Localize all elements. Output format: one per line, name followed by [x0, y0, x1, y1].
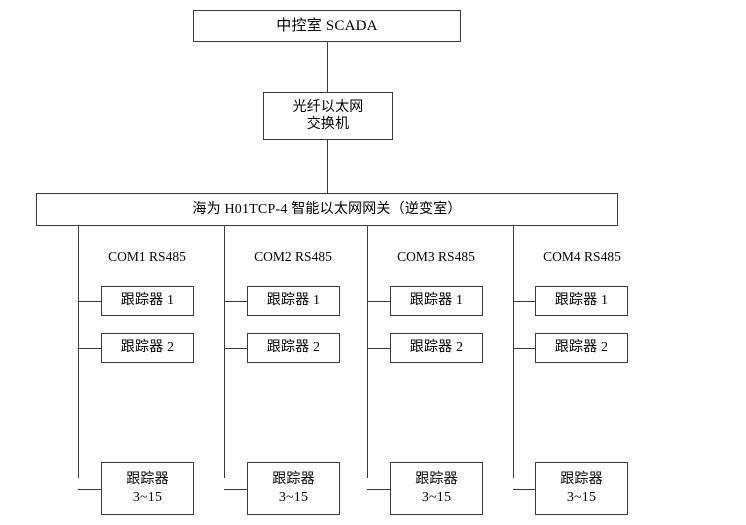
stub-line-com2-t1 — [224, 301, 247, 302]
node-tracker-com1-t2[interactable]: 跟踪器 2 — [101, 333, 194, 363]
connector-scada-to-switch — [327, 42, 328, 92]
stub-line-com1-t3 — [78, 489, 101, 490]
node-gateway-label: 海为 H01TCP-4 智能以太网网关（逆变室） — [192, 201, 462, 217]
node-switch-label-line2: 交换机 — [306, 117, 350, 132]
tracker-label-line1: 跟踪器 — [126, 472, 169, 487]
tracker-label-line1: 跟踪器 2 — [554, 340, 609, 356]
tracker-label-line1: 跟踪器 1 — [266, 293, 321, 309]
node-tracker-com2-t2[interactable]: 跟踪器 2 — [247, 333, 340, 363]
tracker-label-line2: 3~15 — [278, 489, 309, 505]
stub-line-com4-t1 — [513, 301, 535, 302]
tracker-label-line1: 跟踪器 1 — [409, 293, 464, 309]
tracker-label-line1: 跟踪器 — [560, 472, 603, 487]
node-scada[interactable]: 中控室 SCADA — [193, 10, 461, 42]
tracker-label-line1: 跟踪器 2 — [120, 340, 175, 356]
tracker-label-line1: 跟踪器 1 — [554, 293, 609, 309]
tracker-label-line1: 跟踪器 1 — [120, 293, 175, 309]
stub-line-com3-t1 — [367, 301, 390, 302]
tracker-label-line2: 3~15 — [132, 489, 163, 505]
node-tracker-com4-t1[interactable]: 跟踪器 1 — [535, 286, 628, 316]
tracker-label-line2: 3~15 — [421, 489, 452, 505]
node-scada-label: 中控室 SCADA — [276, 17, 378, 34]
stub-line-com1-t1 — [78, 301, 101, 302]
bus-line-com3 — [367, 226, 368, 478]
node-tracker-com3-t2[interactable]: 跟踪器 2 — [390, 333, 483, 363]
tracker-label-line1: 跟踪器 — [415, 472, 458, 487]
connector-switch-to-gateway — [327, 140, 328, 193]
node-tracker-com1-t3[interactable]: 跟踪器 3~15 — [101, 462, 194, 515]
node-tracker-com4-t3[interactable]: 跟踪器 3~15 — [535, 462, 628, 515]
node-tracker-com2-t1[interactable]: 跟踪器 1 — [247, 286, 340, 316]
tracker-label-line1: 跟踪器 2 — [266, 340, 321, 356]
stub-line-com3-t3 — [367, 489, 390, 490]
tracker-label-line1: 跟踪器 2 — [409, 340, 464, 356]
bus-line-com2 — [224, 226, 225, 478]
node-tracker-com1-t1[interactable]: 跟踪器 1 — [101, 286, 194, 316]
node-switch-label-line1: 光纤以太网 — [292, 99, 364, 115]
stub-line-com3-t2 — [367, 348, 390, 349]
tracker-label-line2: 3~15 — [566, 489, 597, 505]
stub-line-com4-t2 — [513, 348, 535, 349]
bus-line-com1 — [78, 226, 79, 478]
node-tracker-com3-t3[interactable]: 跟踪器 3~15 — [390, 462, 483, 515]
node-ethernet-gateway[interactable]: 海为 H01TCP-4 智能以太网网关（逆变室） — [36, 193, 618, 226]
node-tracker-com2-t3[interactable]: 跟踪器 3~15 — [247, 462, 340, 515]
port-label-com3: COM3 RS485 — [397, 249, 475, 264]
tracker-label-line1: 跟踪器 — [272, 472, 315, 487]
stub-line-com2-t3 — [224, 489, 247, 490]
port-label-com2: COM2 RS485 — [254, 249, 332, 264]
bus-line-com4 — [513, 226, 514, 478]
port-label-com4: COM4 RS485 — [543, 249, 621, 264]
node-fiber-ethernet-switch[interactable]: 光纤以太网 交换机 — [263, 92, 393, 140]
stub-line-com4-t3 — [513, 489, 535, 490]
node-tracker-com3-t1[interactable]: 跟踪器 1 — [390, 286, 483, 316]
stub-line-com1-t2 — [78, 348, 101, 349]
port-label-com1: COM1 RS485 — [108, 249, 186, 264]
node-tracker-com4-t2[interactable]: 跟踪器 2 — [535, 333, 628, 363]
stub-line-com2-t2 — [224, 348, 247, 349]
